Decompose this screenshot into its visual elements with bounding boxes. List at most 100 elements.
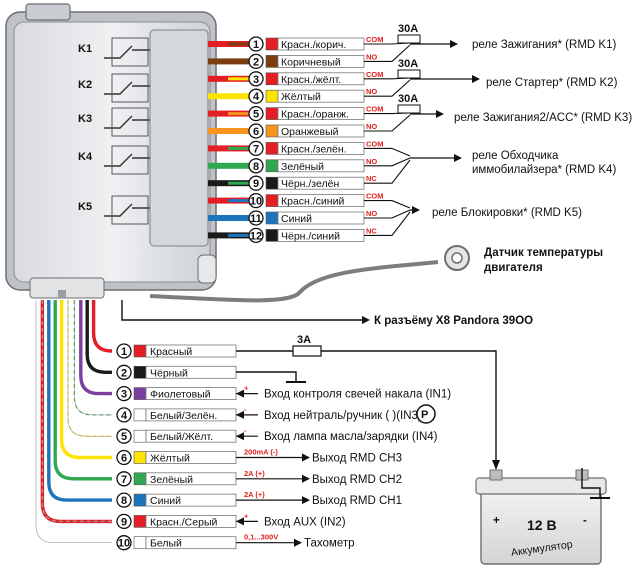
wire-number: 10 — [118, 538, 130, 550]
wire-input-arrow — [236, 410, 244, 419]
wire-color-label: Белый — [150, 538, 182, 550]
relay-output-line — [364, 114, 411, 132]
wire-color-tag — [133, 451, 147, 464]
wire-stripe — [228, 77, 250, 81]
relay-fuse — [397, 34, 421, 44]
wire-destination: Вход нейтраль/ручник ( )(IN3) — [264, 410, 422, 422]
battery-terminal-plus — [489, 469, 503, 481]
wire-number-badge — [116, 343, 132, 359]
wire-color-tag — [133, 365, 147, 379]
relay-label: K2 — [78, 79, 92, 91]
wire-color-tag — [265, 142, 279, 155]
module-tab — [25, 3, 71, 21]
destination-ignition-relay: реле Зажигания* (RMD K1) — [472, 39, 616, 51]
wire-stripe — [228, 164, 250, 168]
wire-number: 7 — [121, 474, 127, 486]
wire-contact-note: NO — [366, 52, 377, 61]
wire-contact-note: COM — [366, 70, 384, 79]
wire-number: 9 — [253, 178, 259, 190]
wire-number-badge — [248, 175, 264, 191]
relay-output-line — [364, 159, 411, 184]
relay-coil — [111, 195, 149, 225]
wire-destination: Тахометр — [304, 538, 355, 550]
wire-number: 3 — [253, 74, 259, 86]
battery-voltage: 12 В — [527, 517, 557, 533]
wire-number: 10 — [250, 196, 262, 208]
wire-color-label: Красн./корич. — [281, 39, 346, 51]
wire-color-label: Фиолетовый — [150, 389, 211, 401]
wire-number: 4 — [253, 91, 260, 103]
relay-output-line — [364, 79, 411, 97]
harness-wire — [91, 300, 112, 353]
wire-contact-note: NC — [366, 174, 377, 183]
relay-coil — [111, 73, 149, 103]
wire-color-label: Чёрн./зелён — [281, 178, 339, 190]
wire-color-label: Зелёный — [150, 474, 193, 486]
wire-color-tag — [265, 159, 279, 173]
wire-number-badge — [248, 88, 264, 104]
relay-k4: K4 — [78, 145, 150, 175]
control-module — [5, 3, 217, 299]
wire-color-tag — [133, 344, 147, 358]
x8-connector-line — [121, 300, 362, 321]
wire-color-tag — [265, 107, 279, 120]
wire-color-tag — [265, 37, 279, 51]
temperature-sensor-label-line1: Датчик температуры — [484, 247, 603, 259]
relay-label: K3 — [78, 113, 92, 125]
temperature-sensor: Датчик температуры двигателя — [149, 245, 603, 303]
io-wire-7: 7 Зелёный 2A (+) Выход RMD CH2 — [53, 300, 402, 487]
fuse-3a-label: 3A — [297, 334, 311, 346]
wire-destination: Вход контроля свечей накала (IN1) — [264, 389, 451, 401]
battery-positive-wire — [236, 350, 497, 468]
wire-output-arrow — [302, 453, 310, 462]
wire-number-badge — [116, 471, 132, 487]
wire-destination: Выход RMD CH3 — [312, 453, 402, 465]
wire-color-tag — [133, 515, 147, 528]
wire-stripe — [228, 233, 250, 237]
wire-number-badge — [248, 140, 264, 157]
wire-color-tag — [265, 72, 279, 86]
battery-negative-wire — [581, 468, 601, 498]
wire-signal-note: 2A (+) — [244, 469, 265, 478]
wire-signal-note: 200mA (-) — [244, 448, 278, 457]
wire-color-tag — [133, 387, 147, 400]
wire-number-badge — [116, 364, 132, 380]
wire-number-badge — [248, 227, 264, 244]
wire-number: 1 — [253, 39, 259, 51]
wire-number: 4 — [121, 410, 128, 422]
relay-contact — [104, 45, 150, 59]
wire-color-tag — [265, 211, 279, 225]
wire-stripe — [228, 216, 250, 220]
wire-contact-note: COM — [366, 35, 384, 44]
wire-output-arrow — [302, 474, 310, 483]
module-latch — [197, 254, 217, 284]
wire-signal-note: 0,1...300V — [244, 533, 278, 542]
relay-coil — [111, 107, 149, 137]
wire-color-tag — [133, 408, 147, 422]
wire-signal-note: 2A (+) — [244, 490, 265, 499]
sensor-cable — [149, 260, 439, 303]
harness-wire — [79, 300, 112, 396]
wire-color-label: Жёлтый — [281, 91, 321, 103]
module-connector-bottom — [29, 277, 105, 299]
wire-color-label: Оранжевый — [281, 126, 339, 138]
module-connector-key — [58, 290, 66, 298]
wire-number-badge — [248, 158, 264, 174]
wire-contact-note: COM — [366, 105, 384, 114]
wire-number: 2 — [121, 367, 127, 379]
wire-destination: Выход RMD CH2 — [312, 474, 402, 486]
wire-color-tag — [133, 536, 147, 550]
wire-stripe — [228, 199, 250, 203]
wire-color-tag — [265, 194, 279, 207]
harness-wire — [53, 300, 112, 481]
wire-number: 8 — [121, 495, 127, 507]
relay-fuse — [397, 104, 421, 114]
wire-stripe — [228, 129, 250, 133]
